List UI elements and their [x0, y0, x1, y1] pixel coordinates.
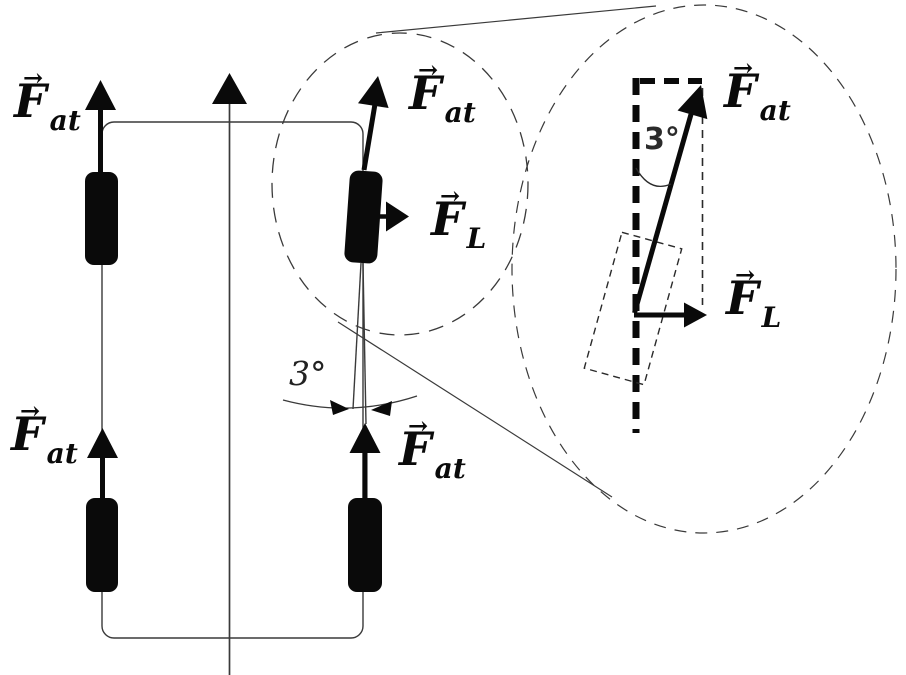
force-subscript: at [49, 104, 81, 137]
wheel-rear-left [86, 498, 118, 592]
wheel-rear-right [348, 498, 382, 592]
zoomed-wheel-view [583, 78, 708, 433]
wheels [85, 170, 383, 592]
vector-arrow-icon: → [23, 63, 43, 92]
force-symbol: F [11, 407, 44, 461]
vector-arrow-icon: → [733, 53, 753, 82]
zoomed-lateral-arrow [634, 302, 707, 328]
vector-arrow-icon: → [20, 396, 40, 425]
force-symbol: F [724, 64, 757, 118]
force-symbol: F [409, 66, 442, 120]
angle-arc-zoom [635, 167, 672, 188]
magnifier-connector-bottom [337, 321, 613, 498]
force-subscript: at [434, 452, 466, 485]
label-steering-angle-zoomed: 3° [644, 122, 680, 157]
steering-angle-construction [282, 262, 418, 425]
vector-arrow-icon: → [408, 411, 428, 440]
force-subscript: at [444, 96, 476, 129]
vector-arrow-icon: → [418, 55, 438, 84]
wheel-front-right [344, 170, 383, 264]
vehicle-centerline-arrowhead [212, 73, 247, 104]
friction-arrow-rear-left [87, 428, 118, 498]
force-subscript: L [466, 222, 487, 255]
friction-force-arrows [85, 76, 389, 498]
vector-arrow-icon: → [735, 260, 755, 289]
vertical-reference-line [362, 262, 367, 425]
magnifier-source-circle [271, 32, 529, 336]
arrowhead-up [85, 80, 116, 110]
friction-arrow-front-right [357, 76, 389, 171]
force-symbol: F [431, 192, 464, 246]
friction-arrow-front-left [85, 80, 116, 172]
arrowhead-right [684, 302, 707, 328]
arrowhead-up [349, 423, 381, 453]
arrowhead-up [87, 428, 118, 458]
lateral-force-arrow-main [377, 201, 409, 232]
force-subscript: at [46, 437, 78, 470]
wheel-axis-extension-line [352, 262, 362, 410]
force-subscript: at [759, 94, 791, 127]
magnifier-connector-top [375, 5, 657, 34]
arrow-shaft [632, 94, 699, 314]
friction-arrow-rear-right [349, 423, 381, 498]
force-symbol: F [726, 271, 759, 325]
angle-arc-arrowhead-left [330, 400, 349, 415]
magnifier-zoom-circle [511, 4, 897, 534]
magnifier [271, 4, 897, 534]
arrowhead-right [386, 201, 409, 232]
angle-arc-arrowhead-right [371, 401, 392, 416]
force-symbol: F [14, 74, 47, 128]
arrowhead-up [677, 85, 708, 120]
force-subscript: L [761, 301, 782, 334]
force-symbol: F [399, 422, 432, 476]
angle-arc-main [282, 395, 418, 409]
wheel-front-left [85, 172, 118, 265]
label-steering-angle-main: 3° [289, 354, 327, 393]
arrow-shaft [361, 100, 378, 171]
zoomed-friction-arrow [632, 85, 708, 314]
arrowhead-up [357, 76, 389, 109]
chassis-outline [101, 121, 364, 639]
vector-arrow-icon: → [440, 181, 460, 210]
vehicle-body [101, 73, 364, 675]
